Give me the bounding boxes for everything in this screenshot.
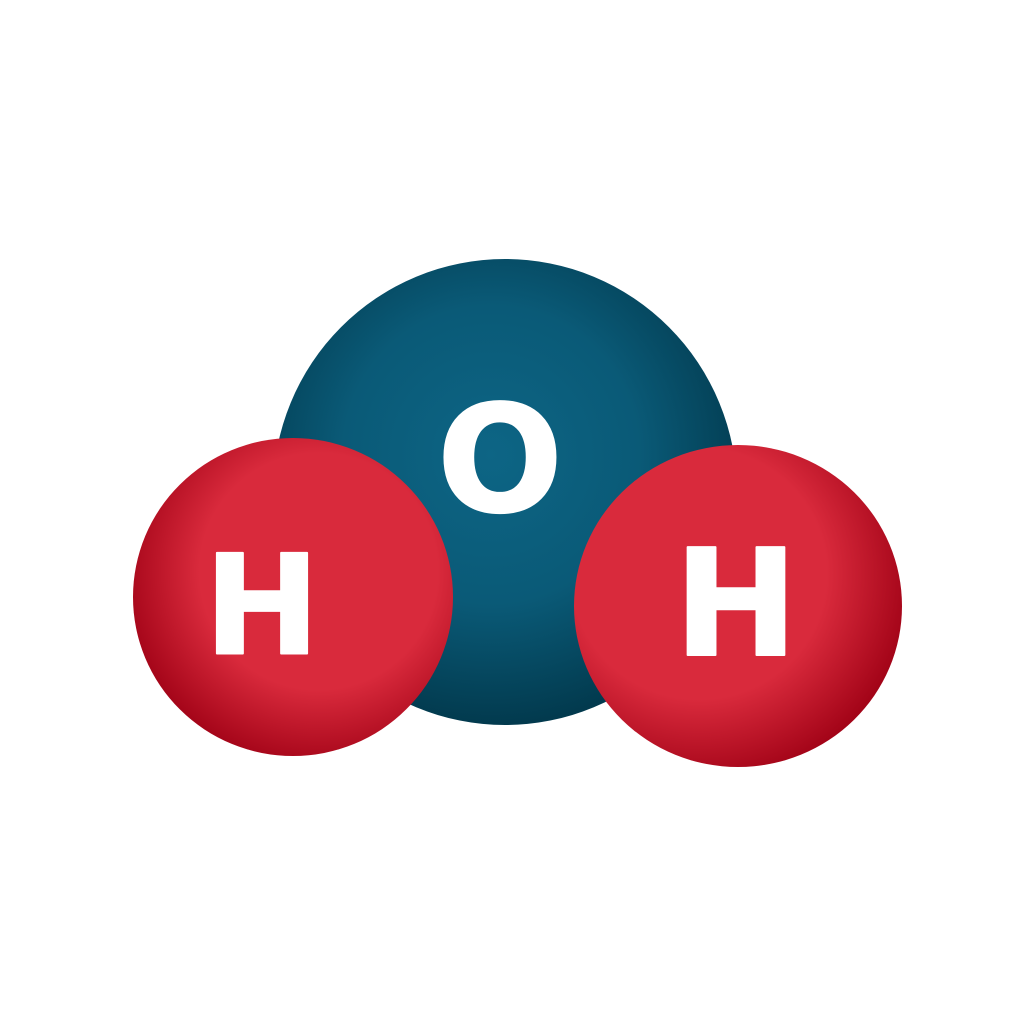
oxygen-label: O: [437, 374, 563, 546]
hydrogen-right-sphere: [574, 445, 902, 767]
hydrogen-right-atom: H: [574, 445, 902, 767]
hydrogen-left-label: H: [204, 526, 320, 687]
hydrogen-left-atom: H: [133, 438, 453, 756]
hydrogen-right-label: H: [674, 518, 798, 690]
hydrogen-left-sphere: [133, 438, 453, 756]
